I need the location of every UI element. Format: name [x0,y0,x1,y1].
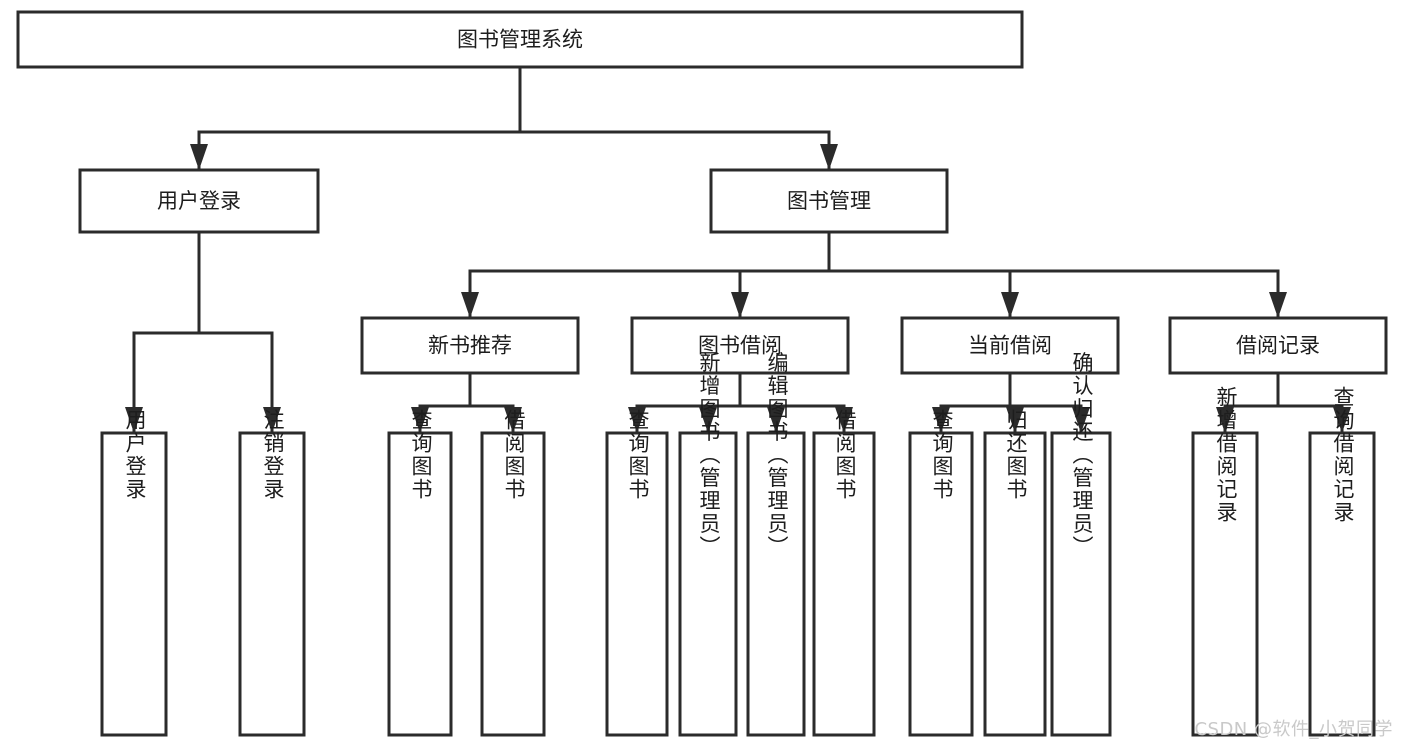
node-level2-3[interactable]: 借阅记录 [1168,316,1388,375]
node-border [983,431,1047,737]
node-border [812,431,876,737]
arrow-head-icon [1001,292,1019,318]
arrow-head-icon [1006,407,1024,433]
node-level1-1[interactable]: 图书管理 [709,168,949,234]
nodes-layer: 图书管理系统用户登录图书管理新书推荐图书借阅当前借阅借阅记录用户登录注销登录查询… [16,10,1388,737]
node-level2-2[interactable]: 当前借阅 [900,316,1120,375]
node-leaf-borrow-2[interactable]: 编辑图书（管理员） [746,352,806,737]
node-label: 查询借阅记录 [1331,386,1355,524]
node-level2-1[interactable]: 图书借阅 [630,316,850,375]
node-label: 注销登录 [261,409,285,501]
node-label: 查询图书 [930,409,954,501]
node-border [360,316,580,375]
node-label: 新增借阅记录 [1214,386,1238,524]
arrow-head-icon [731,292,749,318]
arrow-head-icon [1333,407,1351,433]
arrow-head-icon [820,144,838,170]
node-border [480,431,546,737]
watermark-label: CSDN @软件_小贺同学 [1194,719,1393,740]
node-label: 借阅记录 [1236,334,1320,358]
node-leaf-current-0[interactable]: 查询图书 [908,409,974,737]
node-label: 图书管理 [787,189,871,213]
node-label: 图书管理系统 [457,28,583,52]
arrow-head-icon [504,407,522,433]
node-label: 图书借阅 [698,334,782,358]
node-level1-0[interactable]: 用户登录 [78,168,320,234]
node-border [1191,431,1259,737]
arrow-head-icon [411,407,429,433]
node-root[interactable]: 图书管理系统 [16,10,1024,69]
node-border [1308,431,1376,737]
arrow-head-icon [1269,292,1287,318]
node-leaf-borrow-1[interactable]: 新增图书（管理员） [678,352,738,737]
arrow-head-icon [835,407,853,433]
arrow-head-icon [190,144,208,170]
node-leaf-user-login-0[interactable]: 用户登录 [100,409,168,737]
arrow-head-icon [461,292,479,318]
node-level2-0[interactable]: 新书推荐 [360,316,580,375]
arrow-head-icon [1072,407,1090,433]
node-label: 借阅图书 [833,409,857,501]
node-border [1168,316,1388,375]
arrow-head-icon [263,407,281,433]
arrow-head-icon [932,407,950,433]
node-label: 当前借阅 [968,334,1052,358]
node-label: 归还图书 [1004,409,1028,501]
node-label: 确认归还（管理员） [1070,352,1094,559]
node-leaf-current-1[interactable]: 归还图书 [983,409,1047,737]
node-border [78,168,320,234]
node-label: 新书推荐 [428,334,512,358]
node-border [1050,431,1112,737]
node-label: 用户登录 [123,409,147,501]
node-label: 查询图书 [626,409,650,501]
node-leaf-current-2[interactable]: 确认归还（管理员） [1050,352,1112,737]
arrow-head-icon [125,407,143,433]
node-leaf-borrow-0[interactable]: 查询图书 [605,409,669,737]
arrow-head-icon [699,407,717,433]
node-border [605,431,669,737]
node-border [709,168,949,234]
arrow-head-icon [1216,407,1234,433]
node-border [678,431,738,737]
node-leaf-new-books-0[interactable]: 查询图书 [387,409,453,737]
node-label: 查询图书 [409,409,433,501]
node-leaf-user-login-1[interactable]: 注销登录 [238,409,306,737]
arrow-head-icon [628,407,646,433]
arrow-head-icon [767,407,785,433]
node-border [900,316,1120,375]
node-label: 用户登录 [157,189,241,213]
node-leaf-new-books-1[interactable]: 借阅图书 [480,409,546,737]
node-leaf-records-1[interactable]: 查询借阅记录 [1308,386,1376,737]
node-border [746,431,806,737]
node-border [238,431,306,737]
node-leaf-borrow-3[interactable]: 借阅图书 [812,409,876,737]
node-label: 新增图书（管理员） [697,352,721,559]
node-label: 借阅图书 [502,409,526,501]
node-border [908,431,974,737]
node-label: 编辑图书（管理员） [765,352,789,559]
node-border [100,431,168,737]
edges-layer [125,65,1351,434]
node-leaf-records-0[interactable]: 新增借阅记录 [1191,386,1259,737]
node-border [16,10,1024,69]
node-border [630,316,850,375]
node-border [387,431,453,737]
